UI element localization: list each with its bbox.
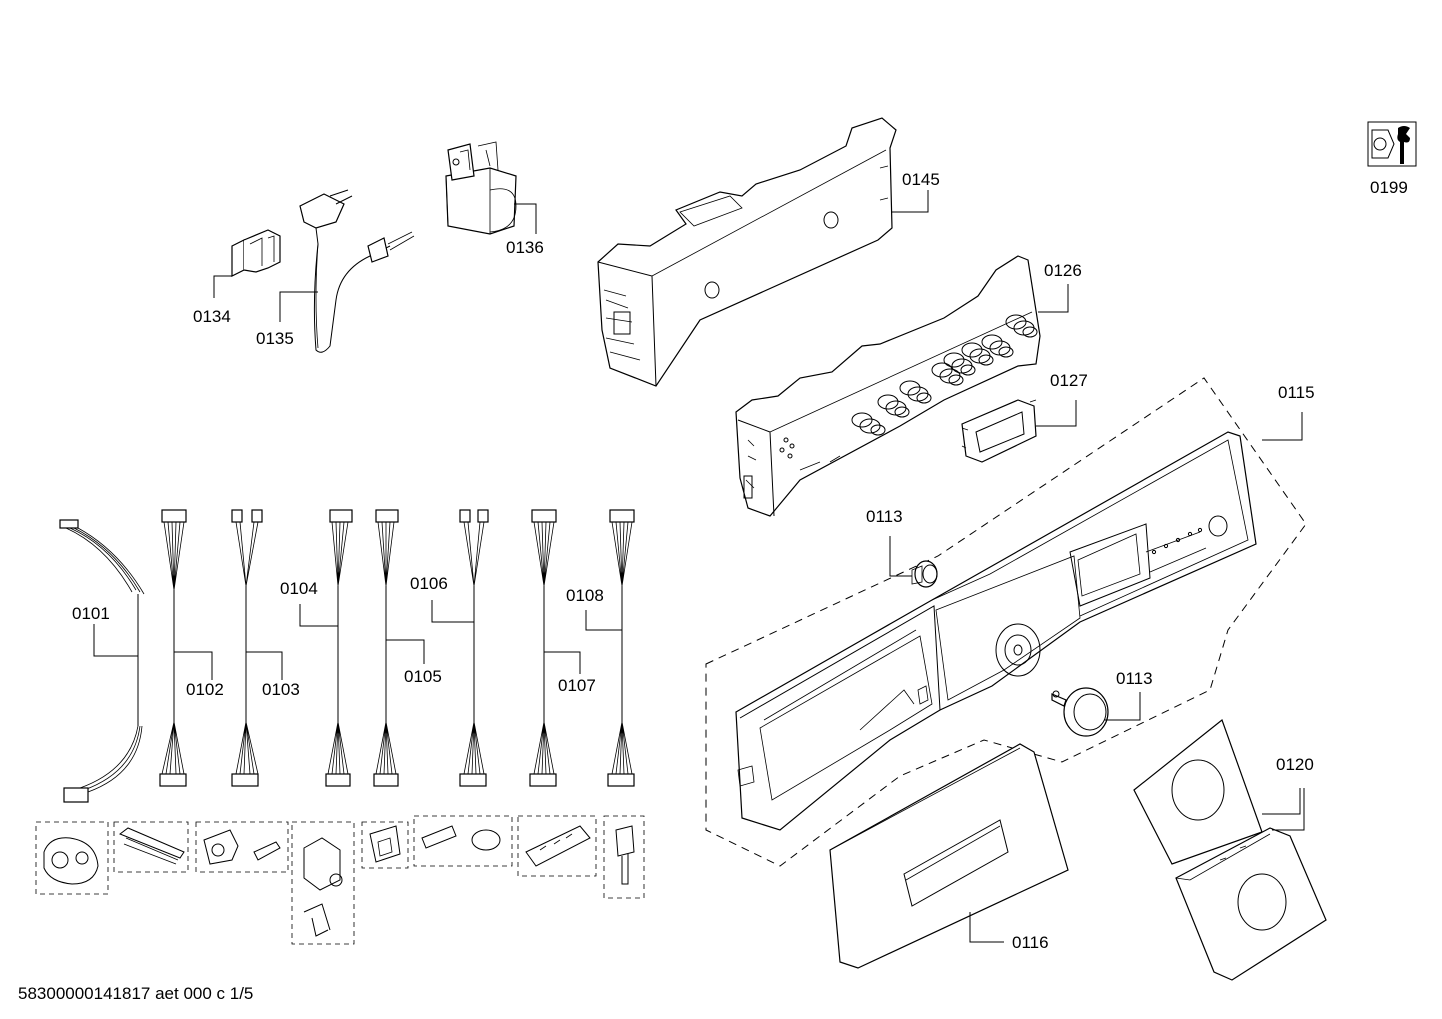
- thumb-valve: [291, 821, 355, 945]
- part-0135-power-cord: [299, 189, 415, 353]
- part-0136-filter: [445, 141, 517, 235]
- component-thumbnails: [35, 815, 645, 945]
- part-0116-handle: [829, 743, 1069, 969]
- callout-0106: 0106: [410, 574, 448, 593]
- part-0113-knob-lower: [1051, 687, 1109, 737]
- callout-0108: 0108: [566, 586, 604, 605]
- thumb-motor: [35, 821, 109, 895]
- pcb-springs: [851, 314, 1038, 436]
- group-outline-0115: [705, 377, 1307, 867]
- tool-icon: [1367, 121, 1417, 167]
- part-0127-display: [961, 399, 1037, 463]
- part-0126-pcb-frame: [735, 255, 1041, 517]
- callout-0104: 0104: [280, 579, 318, 598]
- thumb-sensor: [413, 815, 513, 867]
- part-0108-harness: [607, 509, 635, 787]
- callout-0105: 0105: [404, 667, 442, 686]
- part-0107-harness: [529, 509, 557, 787]
- document-id: 58300000141817 aet 000 c 1/5: [18, 984, 253, 1003]
- part-0101-harness: [59, 519, 145, 803]
- part-0105-harness: [373, 509, 399, 787]
- part-0103-harness: [231, 509, 263, 787]
- thumb-board: [517, 815, 597, 877]
- callout-0134: 0134: [193, 307, 231, 326]
- callout-0127: 0127: [1050, 371, 1088, 390]
- thumb-heater: [113, 821, 189, 873]
- callout-0136: 0136: [506, 238, 544, 257]
- part-0102-harness: [159, 509, 187, 787]
- callout-0113-lower: 0113: [1116, 669, 1153, 688]
- callout-0101: 0101: [72, 604, 110, 623]
- part-0106-harness: [459, 509, 489, 787]
- thumb-lock: [361, 821, 409, 869]
- part-0120-ring-plate: [1133, 719, 1327, 981]
- callout-0107: 0107: [558, 676, 596, 695]
- callout-0102: 0102: [186, 680, 224, 699]
- callout-0135: 0135: [256, 329, 294, 348]
- callout-0199: 0199: [1370, 178, 1408, 197]
- callout-0126: 0126: [1044, 261, 1082, 280]
- part-0104-harness: [325, 509, 353, 787]
- thumb-pump: [195, 821, 289, 873]
- callout-0120: 0120: [1276, 755, 1314, 774]
- part-0145-housing: [597, 117, 897, 387]
- callout-0116: 0116: [1012, 933, 1049, 952]
- thumb-ntc: [603, 815, 645, 899]
- callout-0103: 0103: [262, 680, 300, 699]
- part-0134-clip: [231, 229, 281, 277]
- callout-0115: 0115: [1278, 383, 1315, 402]
- callout-0145: 0145: [902, 170, 940, 189]
- part-0113-knob-upper: [911, 560, 938, 588]
- part-0115-fascia: [735, 431, 1257, 831]
- callout-0113-upper: 0113: [866, 507, 903, 526]
